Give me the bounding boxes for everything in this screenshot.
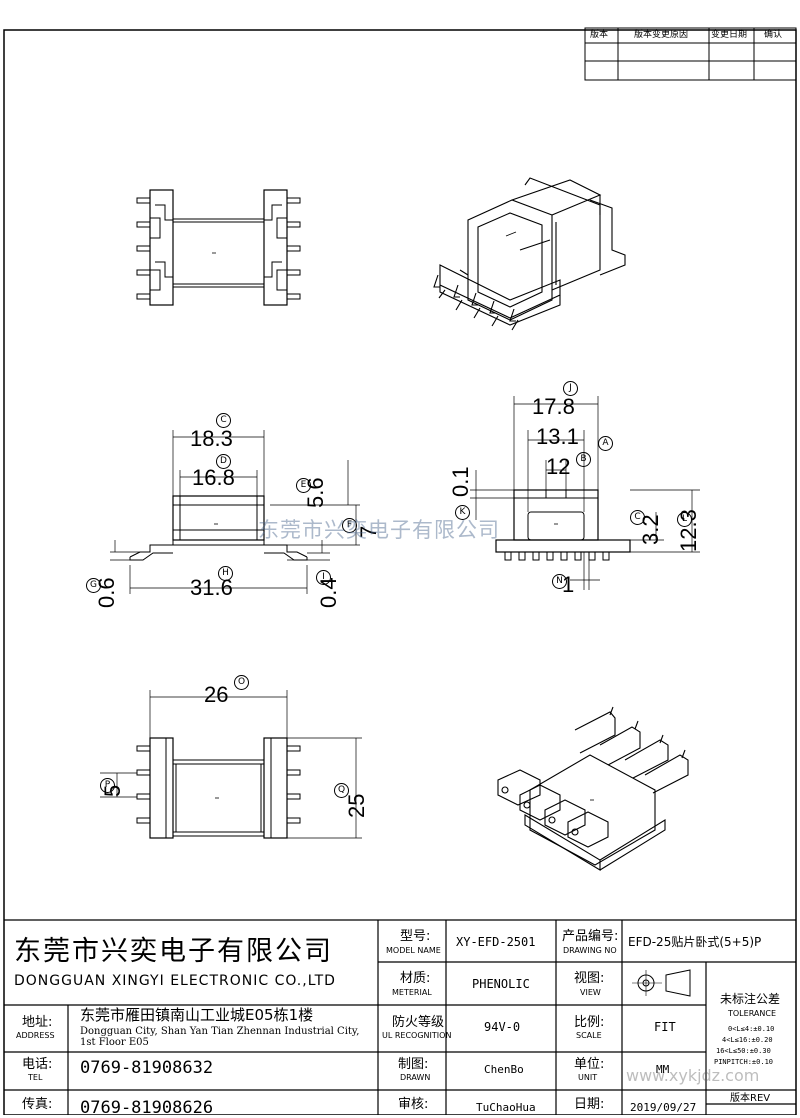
dim-18-3: 18.3 bbox=[190, 426, 233, 451]
tolerance-row-4: PINPITCH:±0.10 bbox=[714, 1058, 774, 1066]
view-label-cn: 视图: bbox=[574, 971, 605, 986]
dim-25: 25 bbox=[344, 793, 369, 818]
callout-G: G bbox=[86, 578, 101, 593]
tel-number: 0769-81908632 bbox=[80, 1058, 214, 1078]
tolerance-row-3: 16<L≤50:±0.30 bbox=[716, 1047, 771, 1055]
scale-label-en: SCALE bbox=[576, 1031, 602, 1040]
dim-0-1: 0.1 bbox=[448, 466, 473, 497]
drawing-no-label-cn: 产品编号: bbox=[562, 929, 619, 944]
dim-26: 26 bbox=[204, 682, 229, 707]
callout-D: D bbox=[216, 454, 231, 469]
callout-B: B bbox=[576, 452, 591, 467]
front-view-drawing bbox=[110, 430, 360, 594]
fax-number: 0769-81908626 bbox=[80, 1098, 214, 1118]
scale-label-cn: 比例: bbox=[574, 1015, 605, 1030]
model-value: XY-EFD-2501 bbox=[456, 935, 536, 949]
drawn-label-cn: 制图: bbox=[398, 1057, 429, 1072]
callout-C: C bbox=[216, 413, 231, 428]
fax-label-cn: 传真: bbox=[22, 1097, 53, 1112]
date-value: 2019/09/27 bbox=[630, 1101, 697, 1114]
check-label-cn: 审核: bbox=[398, 1097, 429, 1112]
rev-label: 版本REV bbox=[730, 1093, 771, 1104]
watermark-company: 东莞市兴奕电子有限公司 bbox=[258, 518, 500, 542]
isometric-view-bottom bbox=[497, 706, 689, 871]
callout-P: P bbox=[100, 778, 115, 793]
unit-label-en: UNIT bbox=[578, 1073, 598, 1082]
tel-label-en: TEL bbox=[28, 1073, 43, 1082]
tolerance-row-1: 0<L≤4:±0.10 bbox=[728, 1025, 775, 1033]
callout-A: A bbox=[598, 436, 613, 451]
top-view-drawing bbox=[136, 189, 301, 306]
revision-header-version: 版本 bbox=[590, 30, 609, 40]
company-name-en: DONGGUAN XINGYI ELECTRONIC CO.,LTD bbox=[14, 973, 336, 989]
check-value: TuChaoHua bbox=[476, 1101, 536, 1114]
ul-value: 94V-0 bbox=[484, 1020, 521, 1034]
ul-label-en: UL RECOGNITION bbox=[382, 1031, 452, 1040]
projection-symbol bbox=[632, 969, 691, 997]
unit-value: MM bbox=[656, 1063, 670, 1076]
dim-12: 12 bbox=[546, 454, 571, 479]
model-label-cn: 型号: bbox=[400, 929, 431, 944]
dim-13-1: 13.1 bbox=[536, 424, 579, 449]
view-label-en: VIEW bbox=[580, 988, 601, 997]
callout-O: O bbox=[234, 675, 249, 690]
company-name-cn: 东莞市兴奕电子有限公司 bbox=[14, 936, 333, 967]
revision-header-reason: 版本变更原因 bbox=[634, 30, 689, 40]
callout-Q: Q bbox=[334, 783, 349, 798]
material-label-en: METERIAL bbox=[392, 988, 432, 997]
callout-K: K bbox=[455, 505, 470, 520]
unit-label-cn: 单位: bbox=[574, 1057, 605, 1072]
material-value: PHENOLIC bbox=[472, 977, 530, 991]
tolerance-title-cn: 未标注公差 bbox=[720, 992, 781, 1006]
drawing-no-value: EFD-25贴片卧式(5+5)P bbox=[628, 935, 762, 949]
dim-17-8: 17.8 bbox=[532, 394, 575, 419]
ul-label-cn: 防火等级 bbox=[392, 1015, 445, 1030]
address-en-line2: 1st Floor E05 bbox=[80, 1037, 149, 1048]
material-label-cn: 材质: bbox=[400, 971, 431, 986]
drawn-label-en: DRAWN bbox=[400, 1073, 431, 1082]
side-view-drawing bbox=[470, 396, 700, 590]
drawn-value: ChenBo bbox=[484, 1063, 524, 1076]
callout-L: L bbox=[677, 512, 692, 527]
revision-header-date: 变更日期 bbox=[711, 30, 748, 40]
callout-F: F bbox=[342, 518, 357, 533]
bottom-view-drawing bbox=[100, 690, 362, 839]
address-en-line1: Dongguan City, Shan Yan Tian Zhennan Ind… bbox=[80, 1026, 360, 1037]
tel-label-cn: 电话: bbox=[22, 1057, 53, 1072]
scale-value: FIT bbox=[654, 1020, 676, 1034]
callout-N: N bbox=[552, 574, 567, 589]
address-label-cn: 地址: bbox=[22, 1015, 53, 1030]
callout-E: E bbox=[296, 478, 311, 493]
tolerance-row-2: 4<L≤16:±0.20 bbox=[722, 1036, 773, 1044]
dim-31-6: 31.6 bbox=[190, 575, 233, 600]
title-block-grid bbox=[4, 919, 796, 1115]
callout-H: H bbox=[218, 566, 233, 581]
address-label-en: ADDRESS bbox=[16, 1031, 55, 1040]
tolerance-title-en: TOLERANCE bbox=[728, 1009, 777, 1018]
drawing-no-label-en: DRAWING NO bbox=[563, 946, 617, 955]
dim-16-8: 16.8 bbox=[192, 465, 235, 490]
isometric-view-top bbox=[433, 177, 626, 331]
address-cn: 东莞市雁田镇南山工业城E05栋1楼 bbox=[80, 1006, 314, 1024]
watermark-url: www.xykjdz.com bbox=[626, 1066, 760, 1085]
callout-C-side: C bbox=[630, 510, 645, 525]
callout-I: I bbox=[316, 570, 331, 585]
model-label-en: MODEL NAME bbox=[386, 946, 441, 955]
date-label-cn: 日期: bbox=[574, 1097, 605, 1112]
callout-J: J bbox=[563, 381, 578, 396]
revision-header-confirm: 确认 bbox=[764, 30, 783, 40]
